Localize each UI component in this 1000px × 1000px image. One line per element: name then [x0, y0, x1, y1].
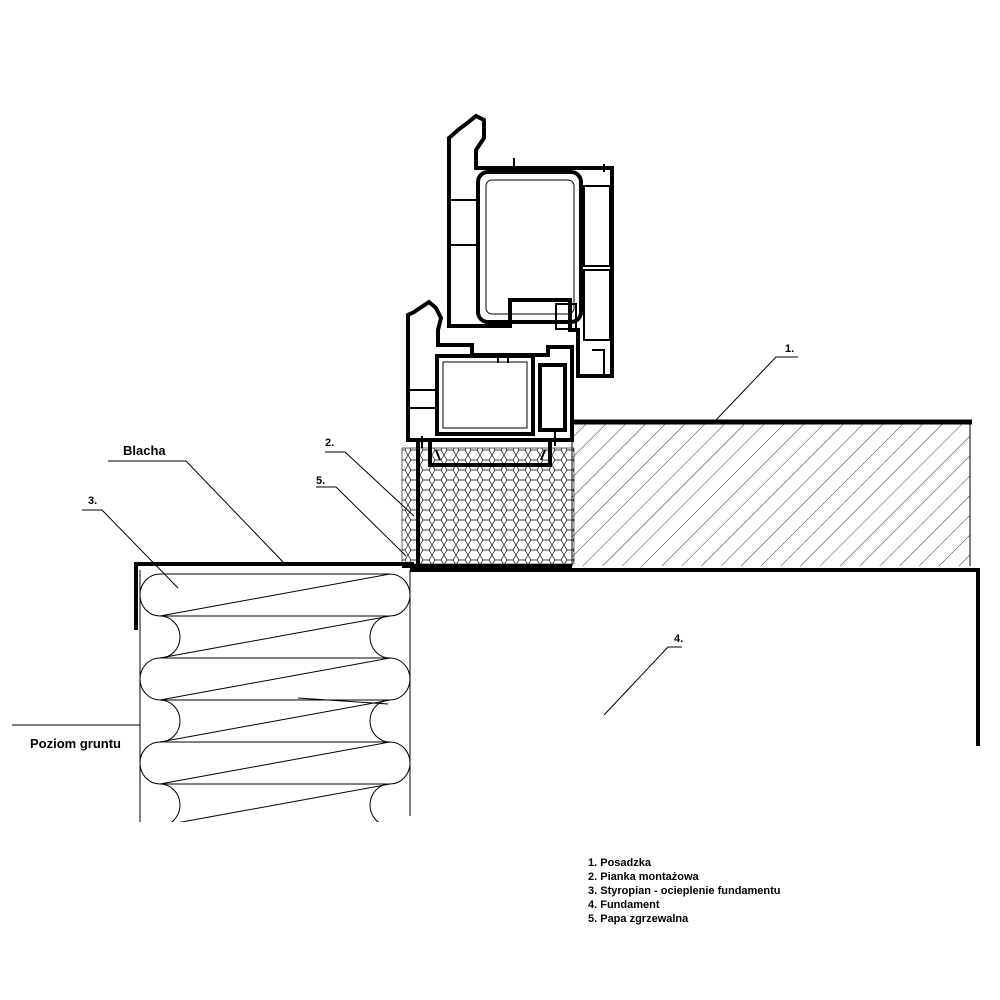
floor-posadzka — [571, 419, 972, 566]
callout-poziom-gruntu: Poziom gruntu — [30, 736, 121, 751]
legend-item: 3. Styropian - ocieplenie fundamentu — [588, 885, 781, 897]
window-sash-profile — [447, 113, 614, 378]
papa-membrane — [402, 440, 572, 568]
window-frame-profile — [406, 299, 574, 467]
legend-item: 5. Papa zgrzewalna — [588, 913, 689, 925]
callout-5: 5. — [316, 475, 325, 487]
callout-4: 4. — [674, 633, 683, 645]
sheet-metal-flashing — [134, 562, 414, 630]
leader-lines — [12, 356, 798, 726]
mounting-foam — [401, 447, 575, 565]
callout-blacha: Blacha — [123, 443, 166, 458]
callout-2: 2. — [325, 437, 334, 449]
foundation — [409, 568, 980, 816]
legend: 1. Posadzka 2. Pianka montażowa 3. Styro… — [588, 857, 781, 925]
insulation-edges — [139, 570, 411, 822]
legend-item: 4. Fundament — [588, 899, 660, 911]
legend-item: 2. Pianka montażowa — [588, 871, 700, 883]
callout-1: 1. — [785, 343, 794, 355]
callout-3: 3. — [88, 495, 97, 507]
foundation-insulation — [140, 573, 410, 822]
legend-item: 1. Posadzka — [588, 857, 652, 869]
